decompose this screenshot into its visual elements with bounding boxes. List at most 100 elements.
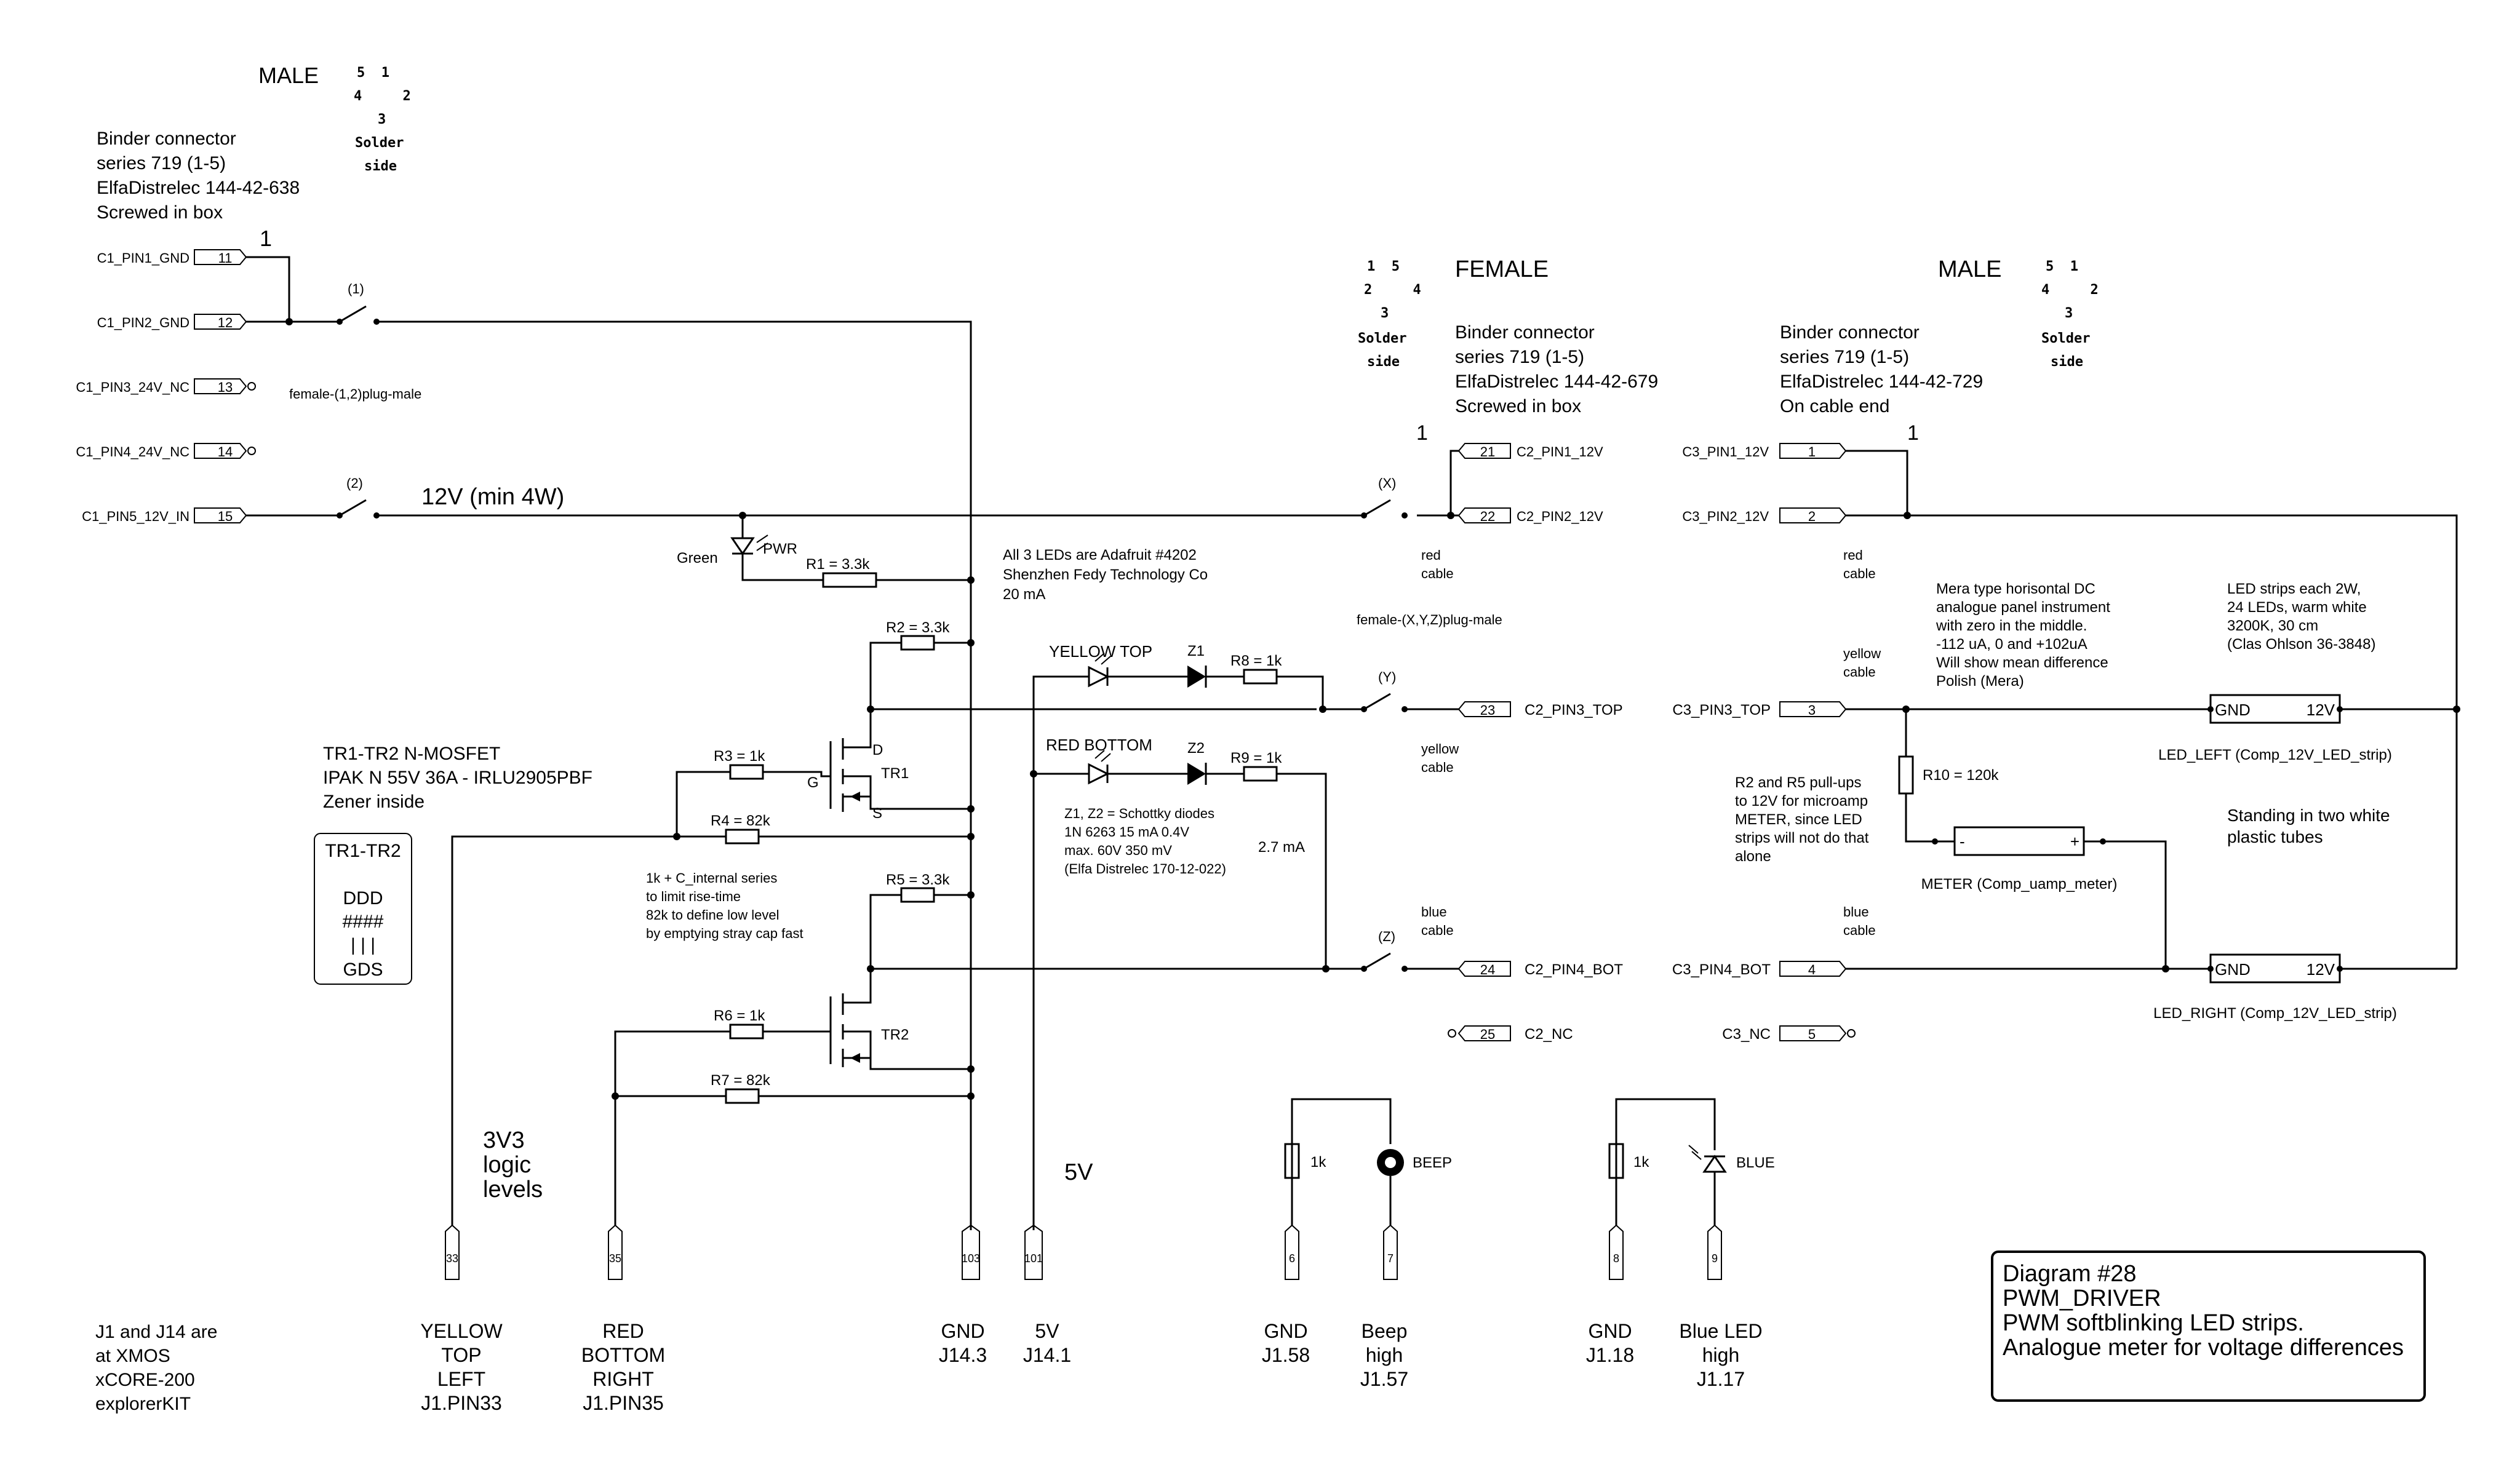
led-note-1: All 3 LEDs are Adafruit #4202 <box>1003 547 1197 563</box>
pin103-label-1: GND <box>941 1320 984 1342</box>
wire <box>1615 1098 1716 1225</box>
tubes-note-2: plastic tubes <box>2227 827 2323 846</box>
pin-box-12 <box>194 314 247 330</box>
pin-name-c2-pin3: C2_PIN3_TOP <box>1525 702 1623 718</box>
junction <box>967 805 975 813</box>
r3-label: R3 = 1k <box>714 748 765 765</box>
wire-pin35 <box>614 1030 730 1225</box>
female-blue-cable-1: blue <box>1421 904 1447 920</box>
pin-num-24: 24 <box>1480 962 1495 977</box>
switch-2-label: (2) <box>346 475 363 491</box>
male-yellow-cable-2: cable <box>1843 664 1876 680</box>
pin-box-11 <box>194 249 247 265</box>
female-yellow-cable-1: yellow <box>1421 741 1459 757</box>
pin33-label-4: J1.PIN33 <box>421 1392 502 1414</box>
led-right-gnd: GND <box>2215 960 2251 979</box>
tr1-arrow <box>850 792 860 801</box>
mosfet-note-2: IPAK N 55V 36A - IRLU2905PBF <box>323 768 592 788</box>
wire <box>1905 793 1935 843</box>
header-pin-101-num: 101 <box>1024 1252 1043 1265</box>
led-left-gnd: GND <box>2215 701 2251 719</box>
header-pin-8-num: 8 <box>1613 1252 1619 1265</box>
junction <box>967 833 975 840</box>
male-cable-desc-4: On cable end <box>1780 396 1889 416</box>
strip-note-4: (Clas Ohlson 36-3848) <box>2227 636 2375 653</box>
pin-name-c3-pin3: C3_PIN3_TOP <box>1672 702 1771 718</box>
plug-note-female: female-(X,Y,Z)plug-male <box>1357 612 1502 627</box>
tr1-name: TR1 <box>881 765 909 782</box>
nc-marker-13 <box>247 382 256 391</box>
switch-y <box>1363 693 1391 710</box>
led-left-label: LED_LEFT (Comp_12V_LED_strip) <box>2158 747 2392 763</box>
r6-resistor <box>729 1024 764 1040</box>
gate-rc-note-2: to limit rise-time <box>646 889 741 904</box>
switch-y-label: (Y) <box>1378 669 1396 685</box>
tr1-drain-wire <box>843 709 872 749</box>
logic-note-2: logic <box>483 1152 531 1178</box>
header-pin-9 <box>1707 1224 1722 1280</box>
r7-label: R7 = 82k <box>711 1072 771 1089</box>
meter-note-1: Mera type horisontal DC <box>1936 581 2095 597</box>
blue-led-symbol <box>1702 1155 1727 1173</box>
title-line-4: Analogue meter for voltage differences <box>2003 1335 2404 1361</box>
female-gender: FEMALE <box>1455 256 1549 282</box>
junction <box>2162 965 2169 972</box>
pin-num-23: 23 <box>1480 702 1495 718</box>
header-pin-7-num: 7 <box>1387 1252 1394 1265</box>
female-side-label: side <box>1367 354 1400 370</box>
switch-z <box>1363 952 1391 970</box>
male-cable-connector: MALE 5 1 4 2 3 Solder side Binder connec… <box>1672 256 2458 1043</box>
xmos-note-4: explorerKIT <box>95 1394 191 1414</box>
wire <box>676 771 730 837</box>
header-pin-6 <box>1285 1224 1299 1280</box>
wire <box>741 554 823 581</box>
pin-box-25 <box>1457 1025 1511 1041</box>
tr1-drain-label: D <box>872 742 883 758</box>
led-top-label: YELLOW TOP <box>1049 642 1152 661</box>
meter-minus: - <box>1960 832 1965 851</box>
header-pin-35 <box>608 1224 623 1280</box>
pwr-led-color: Green <box>677 550 718 567</box>
pin-name-c3-pin2: C3_PIN2_12V <box>1682 509 1769 524</box>
pin-num-22: 22 <box>1480 509 1495 524</box>
led-right-label: LED_RIGHT (Comp_12V_LED_strip) <box>2153 1005 2397 1022</box>
switch-x-label: (X) <box>1378 475 1396 491</box>
meter-note-5: Will show mean difference <box>1936 654 2108 671</box>
pin-box-1 <box>1779 443 1847 459</box>
logic-note-1: 3V3 <box>483 1127 525 1153</box>
pin-num-21: 21 <box>1480 444 1495 459</box>
left-solder-label: Solder <box>355 135 404 151</box>
header-pin-6-num: 6 <box>1289 1252 1295 1265</box>
pin-num-14: 14 <box>218 444 233 459</box>
pin8-label-2: J1.18 <box>1586 1344 1634 1366</box>
r1-resistor <box>822 572 877 588</box>
tr1-source-wire <box>869 797 971 810</box>
female-desc-4: Screwed in box <box>1455 396 1581 416</box>
tr2-section: R5 = 3.3k TR2 R6 = 1k R7 = 82k <box>612 872 975 1225</box>
title-line-2: PWM_DRIVER <box>2003 1286 2161 1311</box>
switch-1-label: (1) <box>348 281 364 296</box>
r10-label: R10 = 120k <box>1923 767 1999 784</box>
wire <box>763 771 831 777</box>
pin35-label-1: RED <box>602 1320 644 1342</box>
female-red-cable-2: cable <box>1421 566 1454 581</box>
switch-x <box>1363 499 1391 517</box>
title-line-1: Diagram #28 <box>2003 1261 2137 1287</box>
pin-num-4: 4 <box>1808 962 1816 977</box>
pullup-note-2: to 12V for microamp <box>1735 793 1868 809</box>
supply-label: 12V (min 4W) <box>421 484 564 510</box>
pin-num-3: 3 <box>1808 702 1816 718</box>
pin9-label-1: Blue LED <box>1679 1320 1762 1342</box>
pin-name-c2-pin4: C2_PIN4_BOT <box>1525 961 1623 978</box>
left-pinout-row2: 4 2 <box>354 89 411 104</box>
pin103-label-2: J14.3 <box>939 1344 987 1366</box>
pin-box-23 <box>1457 701 1511 717</box>
pin33-label-2: TOP <box>441 1344 481 1366</box>
plug-note-left: female-(1,2)plug-male <box>289 386 421 402</box>
pin9-label-2: high <box>1702 1344 1740 1366</box>
male-blue-cable-1: blue <box>1843 904 1869 920</box>
female-pinout-row1: 1 5 <box>1367 259 1400 274</box>
pin-name-c2-pin1: C2_PIN1_12V <box>1517 444 1603 459</box>
male-red-cable-2: cable <box>1843 566 1876 581</box>
